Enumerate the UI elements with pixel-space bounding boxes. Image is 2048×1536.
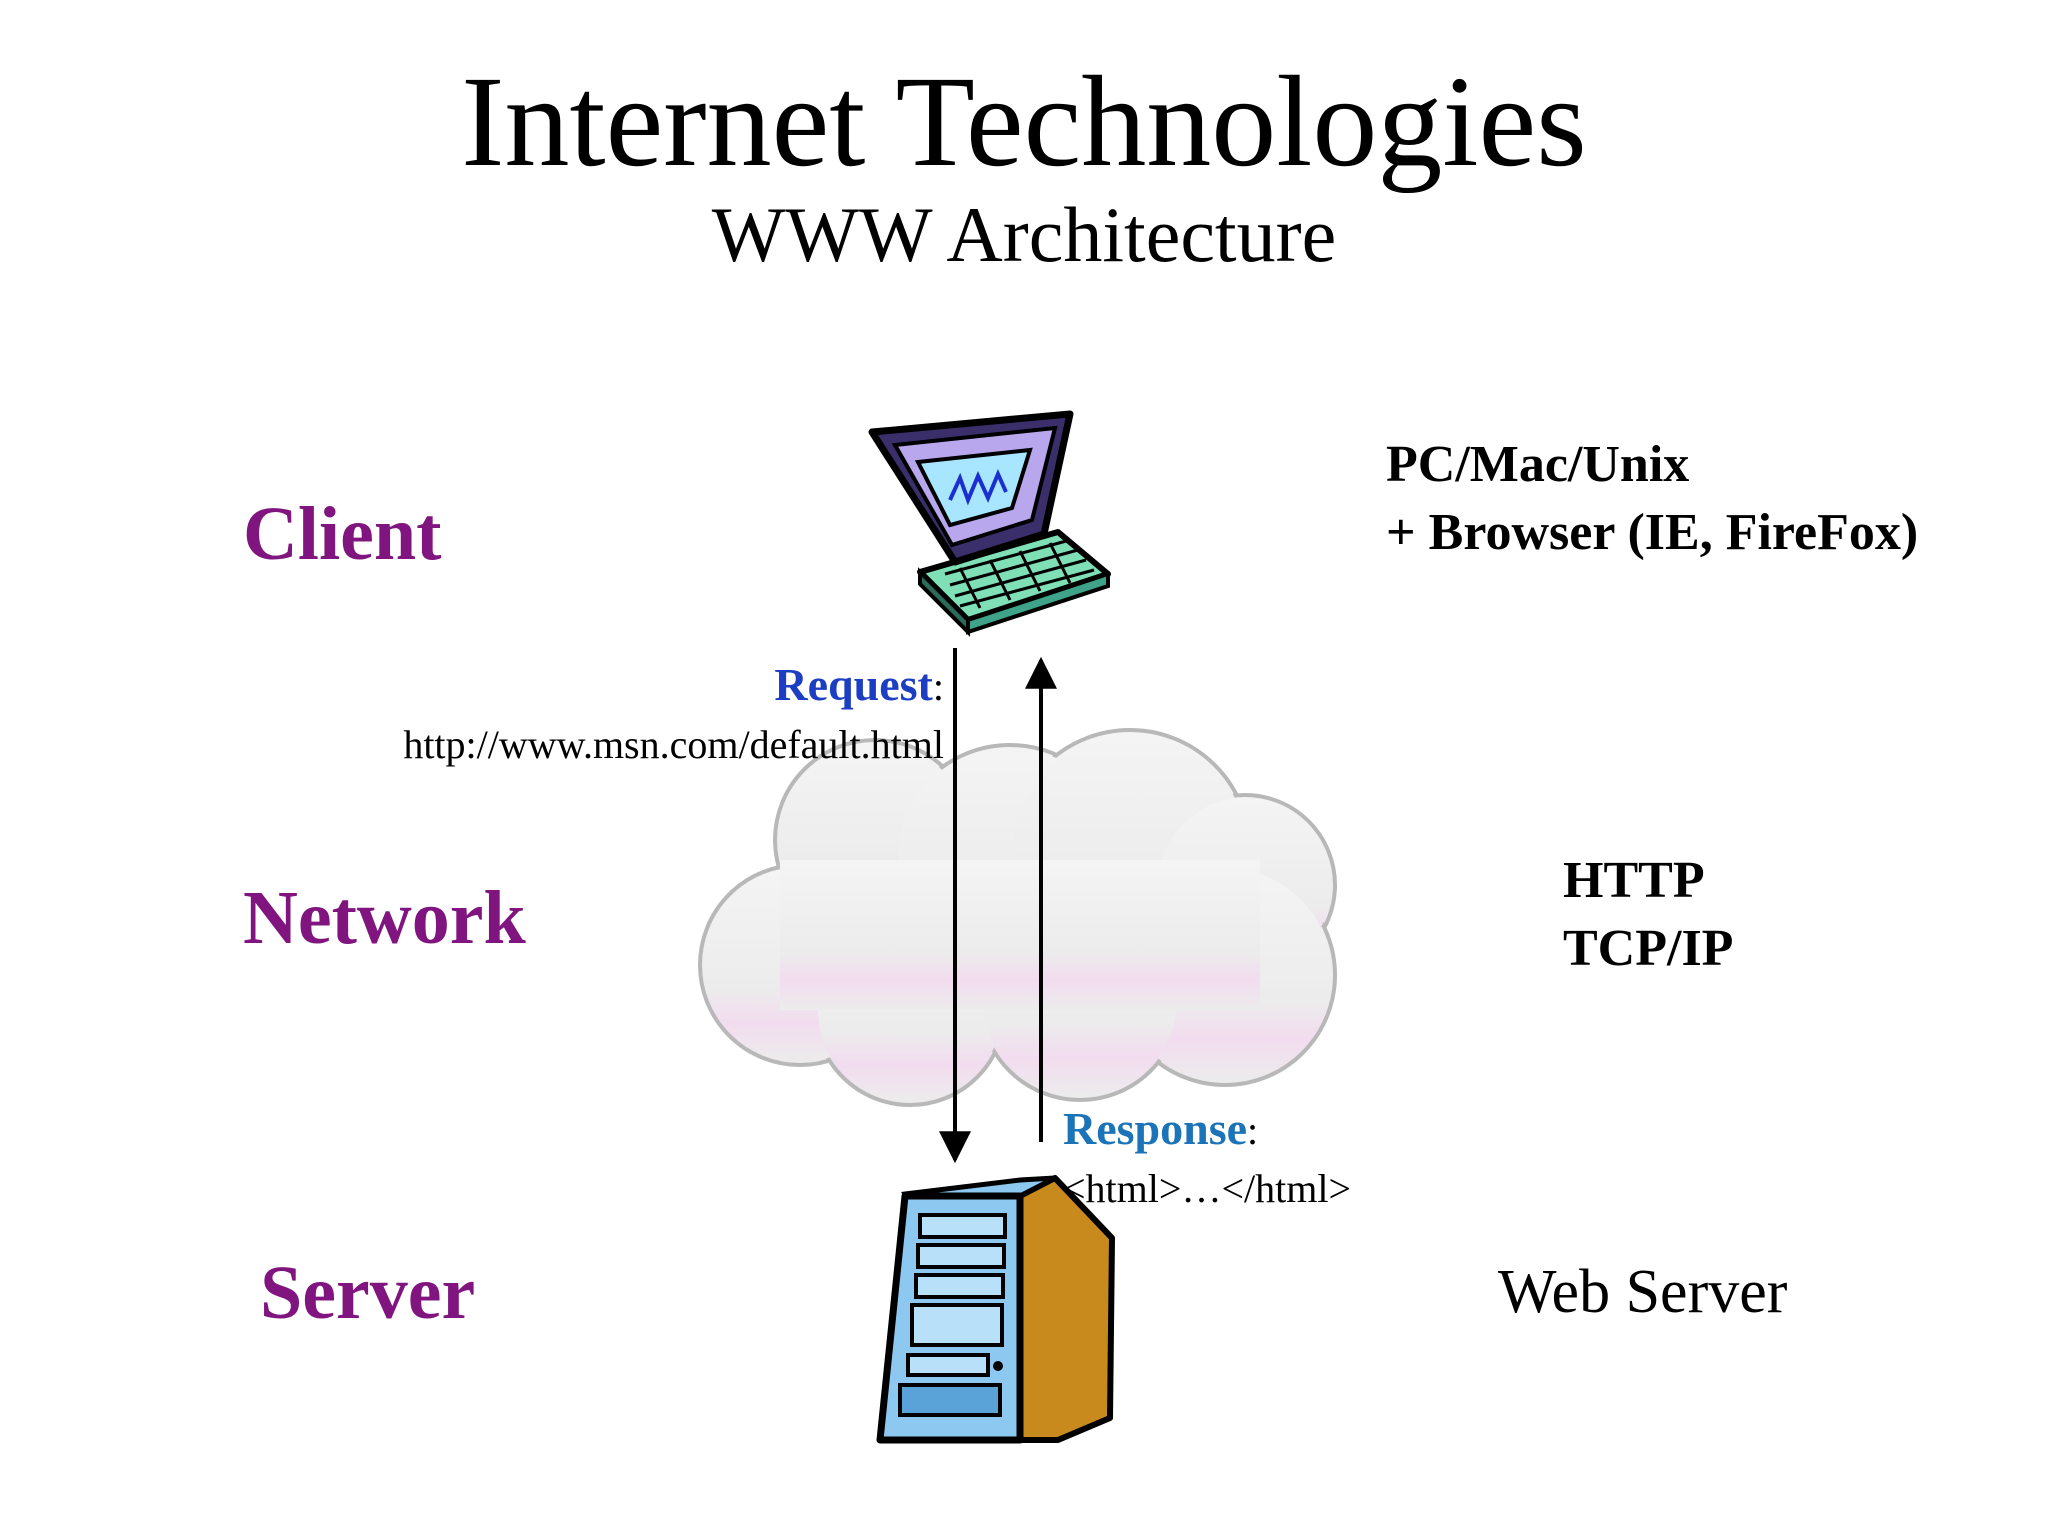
response-label: Response: bbox=[1063, 1100, 1258, 1160]
tower-server-icon bbox=[876, 1175, 1115, 1444]
request-colon: : bbox=[932, 664, 944, 709]
client-spec-platform: PC/Mac/Unix bbox=[1386, 436, 1690, 493]
tier-label-network: Network bbox=[243, 876, 526, 960]
server-spec-webserver: Web Server bbox=[1498, 1258, 1788, 1326]
slide-subtitle: WWW Architecture bbox=[711, 191, 1337, 278]
response-keyword: Response bbox=[1063, 1103, 1248, 1154]
cloud-icon bbox=[698, 728, 1337, 1107]
response-body: <html>…</html> bbox=[1063, 1166, 1352, 1211]
tier-label-client: Client bbox=[243, 492, 442, 576]
request-keyword: Request bbox=[774, 659, 933, 710]
client-spec-browser: + Browser (IE, FireFox) bbox=[1386, 504, 1919, 561]
computer-monitor-keyboard-icon bbox=[868, 410, 1111, 637]
tier-label-server: Server bbox=[260, 1251, 476, 1335]
network-spec-http: HTTP bbox=[1563, 852, 1705, 909]
request-url: http://www.msn.com/default.html bbox=[403, 722, 944, 767]
response-colon: : bbox=[1247, 1108, 1259, 1153]
slide-title: Internet Technologies bbox=[461, 50, 1587, 194]
request-label: Request: bbox=[774, 656, 944, 716]
network-spec-tcpip: TCP/IP bbox=[1563, 920, 1734, 977]
